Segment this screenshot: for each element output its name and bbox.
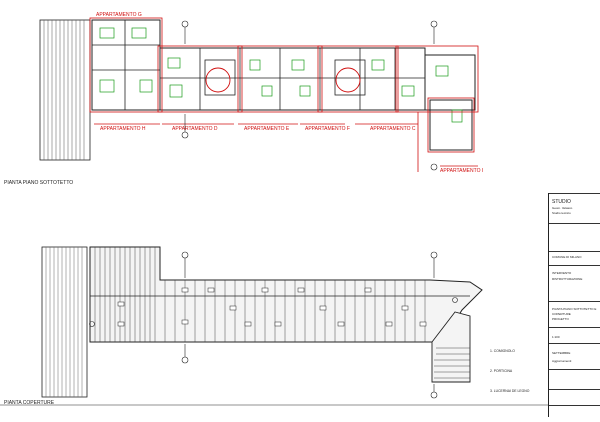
- apartment-label-h: APPARTAMENTO H: [100, 126, 146, 132]
- apartment-label-e: APPARTAMENTO E: [244, 126, 290, 132]
- title-block-line5: RISTRUTTURAZIONE: [552, 277, 583, 281]
- title-block-line6: PIANTA PIANO SOTTOTETTO E: [552, 307, 597, 311]
- title-block-studio: STUDIO: [552, 199, 571, 205]
- apartment-label-f: APPARTAMENTO F: [305, 126, 350, 132]
- title-block-line8: PROGETTO: [552, 317, 569, 321]
- title-block-line4: INTERVENTO: [552, 271, 572, 275]
- top-plan: [39, 17, 479, 172]
- title-block-date: SETTEMBRE: [552, 351, 571, 355]
- title-block-line2: Studio tecnico: [552, 211, 571, 215]
- title-block-line7: COPERTURE: [552, 312, 571, 316]
- legend-item-1: 1. COMIGNOLO: [490, 349, 515, 353]
- title-block-scale: 1:100: [552, 335, 560, 339]
- apartment-label-g: APPARTAMENTO G: [96, 12, 142, 18]
- legend-item-3: 3. LUCERNAI DE LEGNO: [490, 389, 530, 393]
- title-block-updates: Aggiornamenti: [552, 359, 572, 363]
- left-hatch-top: [43, 20, 85, 160]
- bottom-plan: [41, 246, 483, 399]
- apartment-label-c: APPARTAMENTO C: [370, 126, 416, 132]
- apartment-label-i: APPARTAMENTO I: [440, 168, 484, 174]
- apartment-label-d: APPARTAMENTO D: [172, 126, 218, 132]
- top-plan-title: PIANTA PIANO SOTTOTETTO: [4, 180, 74, 186]
- legend-item-2: 2. PORTICINA: [490, 369, 513, 373]
- title-block-line1: Geom. Velasco: [552, 206, 573, 210]
- bottom-plan-title: PIANTA COPERTURE: [4, 400, 55, 406]
- title-block-line3: COMUNE DI MILANO: [552, 255, 582, 259]
- title-block: STUDIO Geom. Velasco Studio tecnico COMU…: [548, 193, 600, 417]
